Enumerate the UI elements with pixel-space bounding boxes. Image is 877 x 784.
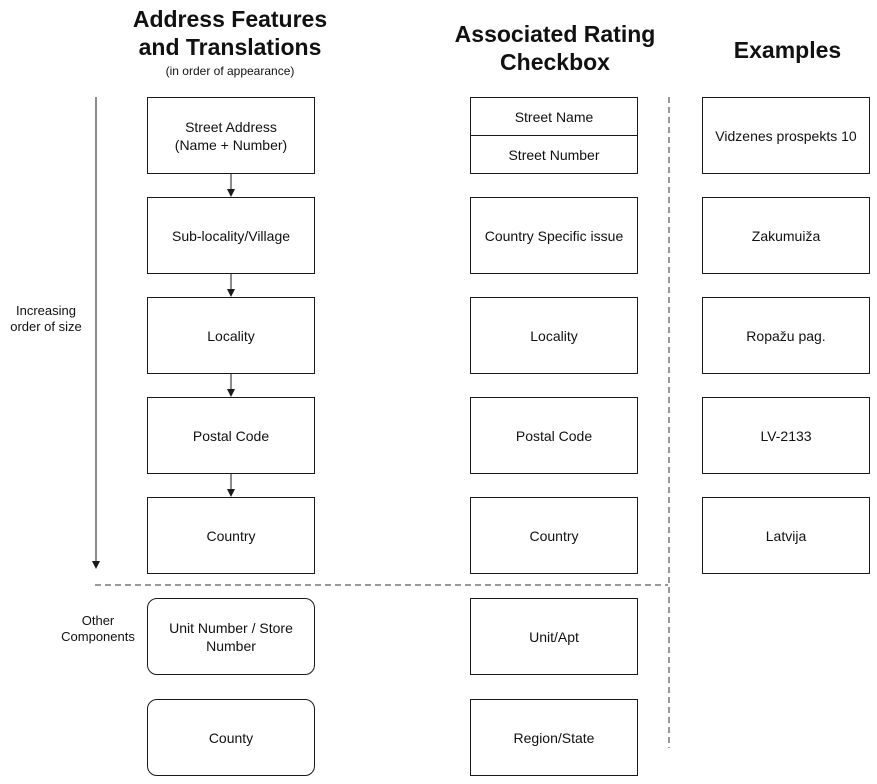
rating-street-name-label: Street Name	[514, 108, 594, 125]
feature-locality: Locality	[147, 297, 315, 374]
features-title: Address Features and Translations	[100, 5, 360, 61]
feature-locality-label: Locality	[207, 327, 255, 344]
rating-street-name: Street Name	[471, 98, 637, 136]
feature-county: County	[147, 699, 315, 776]
example-sub-locality-label: Zakumuiža	[751, 227, 821, 244]
feature-country-label: Country	[206, 527, 256, 544]
examples-title: Examples	[733, 37, 842, 63]
rating-locality: Locality	[470, 297, 638, 374]
example-sub-locality: Zakumuiža	[702, 197, 870, 274]
rating-region: Region/State	[470, 699, 638, 776]
other-label-line1: Other	[81, 613, 115, 628]
feature-county-label: County	[208, 729, 254, 746]
rating-sub-locality: Country Specific issue	[470, 197, 638, 274]
feature-sub-locality: Sub-locality/Village	[147, 197, 315, 274]
feature-postal-code: Postal Code	[147, 397, 315, 474]
other-label-line2: Components	[61, 629, 135, 644]
example-country: Latvija	[702, 497, 870, 574]
features-title-line2: and Translations	[138, 34, 322, 60]
example-postal-code-label: LV-2133	[760, 427, 812, 444]
rating-locality-label: Locality	[530, 327, 578, 344]
rating-postal-code: Postal Code	[470, 397, 638, 474]
other-components-label: Other Components	[58, 613, 138, 645]
increasing-label-line2: order of size	[10, 319, 82, 334]
feature-street-address-line1: Street Address	[185, 118, 277, 135]
rating-country-label: Country	[529, 527, 579, 544]
feature-unit-number-line2: Number	[206, 637, 256, 654]
feature-sub-locality-label: Sub-locality/Village	[171, 227, 291, 244]
feature-country: Country	[147, 497, 315, 574]
rating-country: Country	[470, 497, 638, 574]
increasing-label-line1: Increasing	[16, 303, 76, 318]
rating-postal-code-label: Postal Code	[515, 427, 593, 444]
feature-unit-number: Unit Number / Store Number	[147, 598, 315, 675]
example-locality: Ropažu pag.	[702, 297, 870, 374]
rating-unit-label: Unit/Apt	[529, 628, 579, 645]
features-title-line1: Address Features	[132, 6, 328, 32]
rating-title-line1: Associated Rating	[454, 21, 656, 47]
feature-street-address: Street Address (Name + Number)	[147, 97, 315, 174]
rating-unit: Unit/Apt	[470, 598, 638, 675]
example-street-address-label: Vidzenes prospekts 10	[715, 127, 857, 144]
feature-postal-code-label: Postal Code	[192, 427, 270, 444]
example-postal-code: LV-2133	[702, 397, 870, 474]
feature-street-address-line2: (Name + Number)	[174, 136, 288, 153]
rating-sub-locality-label: Country Specific issue	[484, 227, 624, 244]
rating-street-number-label: Street Number	[508, 147, 600, 163]
rating-region-label: Region/State	[513, 729, 595, 746]
rating-title-line2: Checkbox	[500, 49, 610, 75]
rating-street-box: Street Name Street Number	[470, 97, 638, 174]
example-locality-label: Ropažu pag.	[746, 327, 826, 344]
example-street-address: Vidzenes prospekts 10	[702, 97, 870, 174]
example-country-label: Latvija	[765, 527, 807, 544]
rating-street-number: Street Number	[471, 136, 637, 174]
features-subtitle: (in order of appearance)	[165, 64, 295, 78]
increasing-order-label: Increasing order of size	[0, 303, 92, 335]
feature-unit-number-line1: Unit Number / Store	[169, 619, 293, 636]
rating-title: Associated Rating Checkbox	[420, 20, 690, 76]
